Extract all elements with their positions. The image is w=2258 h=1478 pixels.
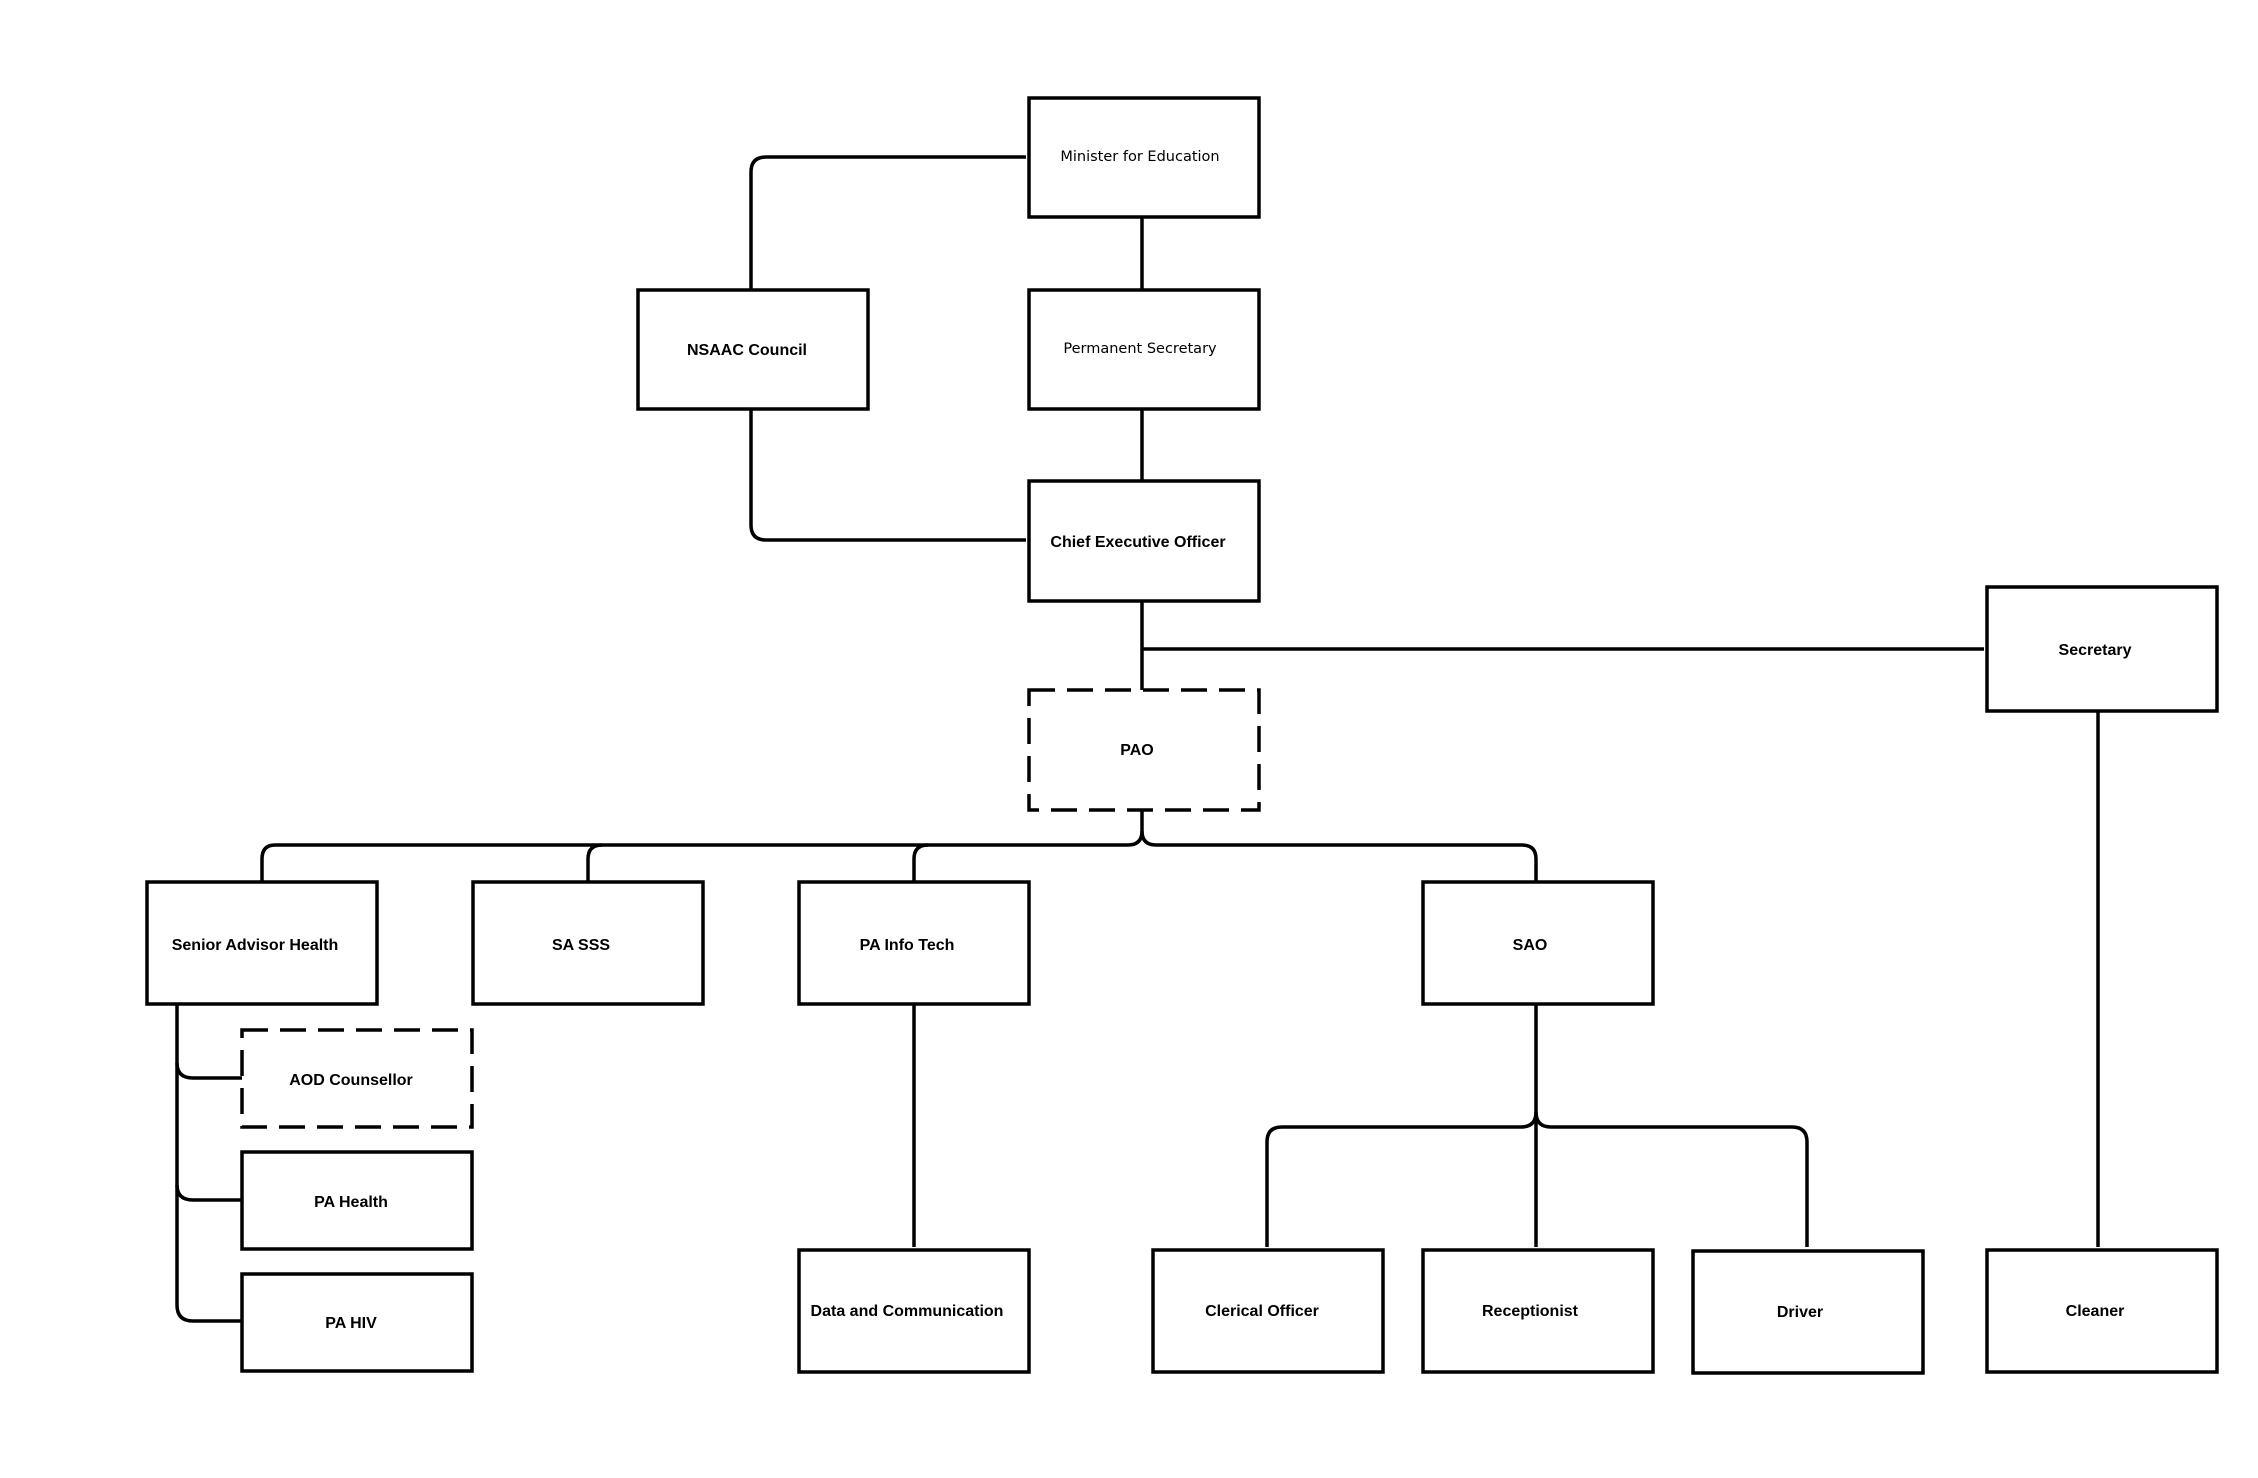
node-receptionist[interactable]: Receptionist: [1421, 1248, 1655, 1374]
node-label: NSAAC Council: [687, 342, 807, 359]
node-chief-executive-officer[interactable]: Chief Executive Officer: [1027, 479, 1261, 603]
node-label: PA HIV: [325, 1315, 377, 1332]
node-label: Senior Advisor Health: [172, 937, 339, 954]
connector-sahealth-aod-branch: [175, 1062, 242, 1080]
node-label: Clerical Officer: [1205, 1303, 1319, 1320]
node-label: Permanent Secretary: [1063, 341, 1217, 357]
node-sa-sss[interactable]: SA SSS: [471, 880, 705, 1006]
connector-sao-clerical: [1265, 1111, 1538, 1247]
node-clerical-officer[interactable]: Clerical Officer: [1151, 1248, 1385, 1374]
connector-pao-pa-info-tech: [912, 843, 929, 882]
connector-pao-children: [260, 810, 1144, 882]
node-label: PA Info Tech: [860, 937, 955, 954]
node-label: AOD Counsellor: [289, 1072, 413, 1089]
node-pao[interactable]: PAO: [1027, 688, 1261, 812]
node-pa-hiv[interactable]: PA HIV: [240, 1272, 474, 1373]
node-data-and-communication[interactable]: Data and Communication: [797, 1248, 1031, 1374]
node-minister-for-education[interactable]: Minister for Education: [1027, 96, 1261, 219]
node-label: Data and Communication: [811, 1303, 1004, 1320]
node-label: Chief Executive Officer: [1050, 534, 1225, 551]
node-label: SAO: [1513, 937, 1548, 954]
node-label: Driver: [1777, 1304, 1823, 1321]
connector-sahealth-aod: [175, 1004, 242, 1323]
node-label: SA SSS: [552, 937, 610, 954]
connectors: [175, 155, 2100, 1323]
connector-pao-sao: [1140, 830, 1538, 882]
connector-pao-sa-sss: [586, 843, 603, 882]
node-label: Minister for Education: [1060, 149, 1219, 165]
node-label: PA Health: [314, 1194, 388, 1211]
node-label: Receptionist: [1482, 1303, 1579, 1320]
node-secretary[interactable]: Secretary: [1985, 585, 2219, 713]
node-label: Secretary: [2059, 642, 2132, 659]
node-aod-counsellor[interactable]: AOD Counsellor: [240, 1028, 474, 1129]
node-sao[interactable]: SAO: [1421, 880, 1655, 1006]
node-pa-info-tech[interactable]: PA Info Tech: [797, 880, 1031, 1006]
node-permanent-secretary[interactable]: Permanent Secretary: [1027, 288, 1261, 411]
node-label: PAO: [1120, 742, 1153, 759]
connector-nsaac-ceo: [749, 409, 1026, 542]
node-senior-advisor-health[interactable]: Senior Advisor Health: [145, 880, 379, 1006]
node-cleaner[interactable]: Cleaner: [1985, 1248, 2219, 1374]
connector-sao-driver: [1534, 1111, 1809, 1247]
connector-minister-nsaac: [749, 155, 1026, 290]
nodes: Minister for Education NSAAC Council Per…: [145, 96, 2219, 1375]
node-driver[interactable]: Driver: [1691, 1249, 1925, 1375]
node-nsaac-council[interactable]: NSAAC Council: [636, 288, 870, 411]
node-pa-health[interactable]: PA Health: [240, 1150, 474, 1251]
node-label: Cleaner: [2066, 1303, 2125, 1320]
connector-sahealth-pahealth-branch: [175, 1184, 242, 1202]
